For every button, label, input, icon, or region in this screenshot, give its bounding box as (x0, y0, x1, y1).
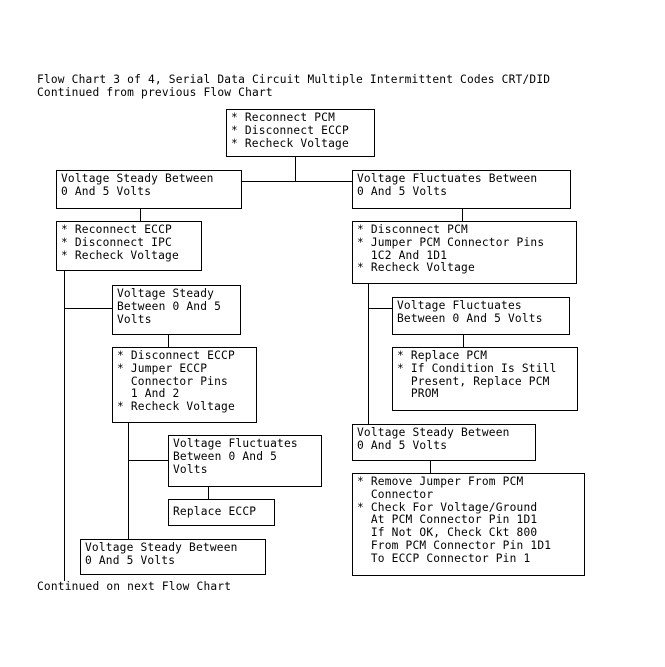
voltage-steady-box-2: Voltage Steady Between 0 And 5 Volts (112, 285, 241, 335)
replace-pcm-box: * Replace PCM * If Condition Is Still Pr… (392, 347, 578, 411)
connector-line (128, 460, 169, 462)
voltage-steady-box-4: Voltage Steady Between 0 And 5 Volts (80, 539, 266, 575)
voltage-fluctuates-box-2: Voltage Fluctuates Between 0 And 5 Volts (392, 297, 570, 335)
connector-line (430, 460, 432, 474)
voltage-fluctuates-box-3: Voltage Fluctuates Between 0 And 5 Volts (168, 435, 322, 487)
connector-line (128, 422, 130, 540)
disconnect-eccp-box: * Disconnect ECCP * Jumper ECCP Connecto… (112, 347, 257, 423)
voltage-fluctuates-box: Voltage Fluctuates Between 0 And 5 Volts (352, 170, 571, 209)
connector-line (463, 334, 465, 348)
remove-jumper-box: * Remove Jumper From PCM Connector * Che… (352, 473, 585, 576)
continued-from-text: Continued from previous Flow Chart (37, 86, 273, 99)
reconnect-pcm-box: * Reconnect PCM * Disconnect ECCP * Rech… (226, 109, 375, 157)
continued-next-text: Continued on next Flow Chart (37, 580, 232, 593)
connector-line (208, 486, 210, 500)
connector-line (368, 308, 393, 310)
reconnect-eccp-box: * Reconnect ECCP * Disconnect IPC * Rech… (56, 221, 202, 271)
connector-line (462, 208, 464, 222)
connector-line (168, 334, 170, 348)
connector-line (241, 181, 353, 183)
replace-eccp-box: Replace ECCP (168, 499, 275, 526)
voltage-steady-box-3: Voltage Steady Between 0 And 5 Volts (352, 424, 536, 461)
disconnect-pcm-box: * Disconnect PCM * Jumper PCM Connector … (352, 221, 577, 284)
connector-line (295, 156, 297, 182)
connector-line (64, 270, 66, 581)
voltage-steady-box: Voltage Steady Between 0 And 5 Volts (56, 170, 242, 209)
connector-line (140, 208, 142, 222)
connector-line (64, 308, 113, 310)
flow-chart-title: Flow Chart 3 of 4, Serial Data Circuit M… (37, 73, 551, 86)
connector-line (368, 283, 370, 425)
